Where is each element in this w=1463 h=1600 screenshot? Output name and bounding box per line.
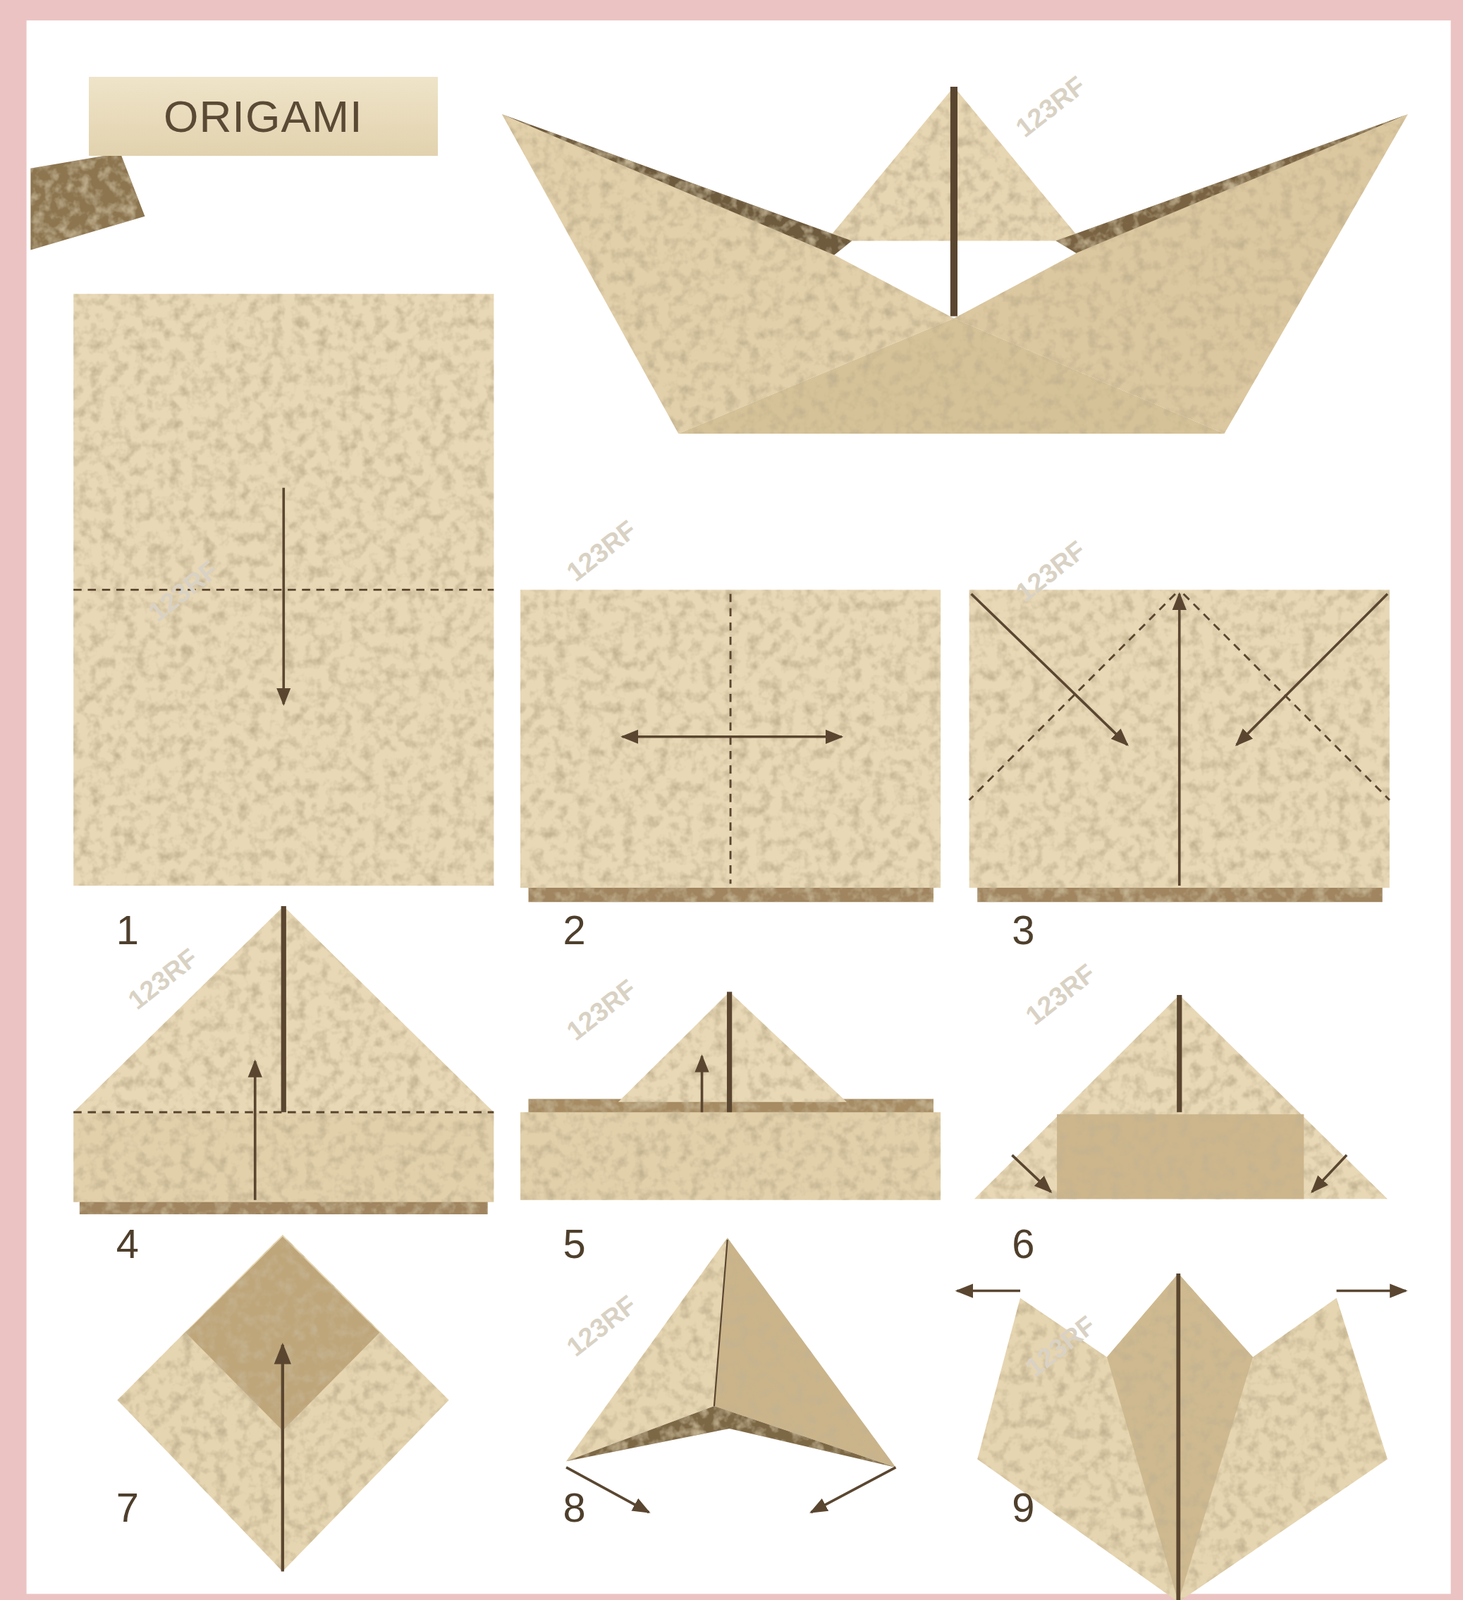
fold-line xyxy=(729,593,732,884)
step-number: 1 xyxy=(116,910,139,952)
paper-sheet xyxy=(73,294,494,886)
center-crease xyxy=(281,906,287,1112)
fold-arrow xyxy=(971,593,1128,745)
pull-arrow xyxy=(1336,1289,1406,1293)
pull-arrow xyxy=(810,1467,896,1513)
paper-triangle xyxy=(73,906,494,1112)
paper-edge xyxy=(79,1200,488,1215)
fold-arrow xyxy=(282,487,285,705)
ribbon-fold xyxy=(30,152,145,250)
fold-arrow xyxy=(622,735,842,739)
center-crease xyxy=(1176,994,1182,1112)
paper-opening xyxy=(566,1405,896,1468)
paper-sheet xyxy=(520,589,941,888)
step-number: 4 xyxy=(116,1223,139,1265)
paper-sheet xyxy=(969,589,1390,888)
step-number: 9 xyxy=(1011,1487,1035,1529)
fold-arrow xyxy=(700,1056,704,1113)
fold-arrow xyxy=(1011,1154,1051,1192)
paper-band xyxy=(1056,1113,1304,1199)
paper-edge xyxy=(528,885,934,902)
fold-arrow xyxy=(1236,593,1388,745)
step-number: 7 xyxy=(116,1487,139,1529)
step-number: 2 xyxy=(563,910,586,952)
step-number: 5 xyxy=(563,1223,586,1265)
paper-diamond xyxy=(117,1234,449,1572)
paper-edge xyxy=(977,885,1382,902)
title-banner: ORIGAMI xyxy=(88,76,438,156)
step-number: 3 xyxy=(1011,910,1035,952)
center-crease xyxy=(726,992,732,1113)
paper-shape xyxy=(977,1273,1388,1600)
paper-face xyxy=(714,1237,897,1468)
paper-band xyxy=(73,1111,494,1202)
fold-line xyxy=(1183,593,1390,800)
title-text: ORIGAMI xyxy=(163,90,364,142)
paper-inner xyxy=(1106,1273,1253,1600)
boat-mast xyxy=(950,86,958,317)
center-crease xyxy=(1178,593,1181,886)
step-number: 8 xyxy=(563,1487,586,1529)
fold-edge xyxy=(714,1239,728,1406)
fold-arrow xyxy=(281,1344,285,1571)
fold-arrow xyxy=(1312,1154,1347,1192)
fold-line xyxy=(969,593,1176,800)
step-number: 6 xyxy=(1011,1223,1035,1265)
center-crease xyxy=(1176,1273,1181,1600)
paper-band xyxy=(520,1111,941,1200)
boat-bottom xyxy=(678,317,1224,434)
pull-arrow xyxy=(956,1289,1021,1293)
paper-triangle xyxy=(618,992,847,1103)
fold-arrow xyxy=(253,1061,257,1201)
